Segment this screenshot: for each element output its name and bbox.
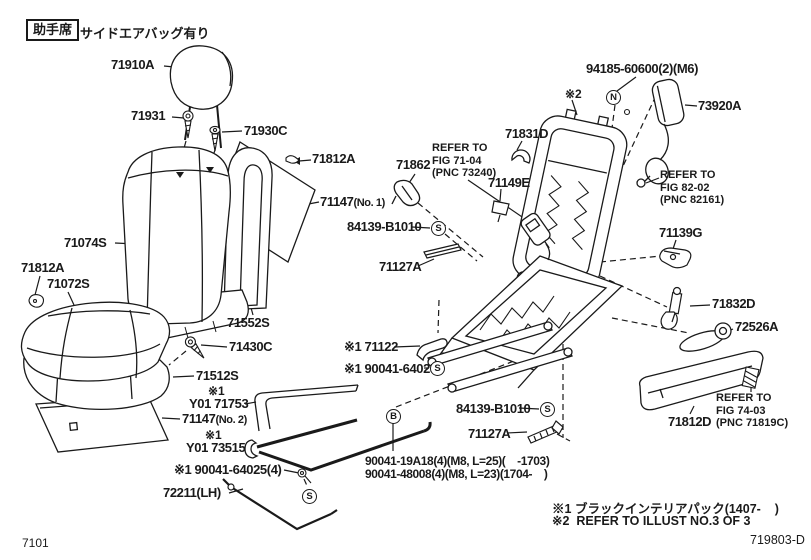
- marker-1a: ※1: [208, 384, 225, 398]
- hinge-71127a-upper-art: [423, 243, 462, 259]
- callout-71512s: 71512S: [196, 368, 239, 383]
- callout-71812d: 71812D: [668, 414, 712, 429]
- figure-code: 7101: [22, 536, 49, 550]
- callout-90041-64025: ※1 90041-64025: [344, 361, 437, 376]
- marker-2: ※2: [565, 87, 582, 101]
- handle-72526a-art: [679, 322, 732, 352]
- callout-71127a-lower: 71127A: [468, 426, 511, 441]
- shield-71812d-art: [638, 350, 764, 411]
- callout-71812a-left: 71812A: [21, 260, 65, 275]
- wire-71122-art: [416, 338, 448, 362]
- cushion-shield-art: [254, 384, 359, 432]
- callout-94185-60600: 94185-60600(2)(M6): [586, 61, 699, 76]
- callout-71910a: 71910A: [111, 57, 155, 72]
- bracket-71832d-art: [660, 286, 683, 330]
- airbag-art: [636, 78, 685, 188]
- clip-71812a-top-art: [285, 155, 300, 164]
- callout-71147-no2: 71147(No. 2): [182, 411, 247, 426]
- callout-84139-b1010-upper: 84139-B1010: [347, 219, 422, 234]
- callout-90041-48008: 90041-48008(4)(M8, L=23)(1704- ): [365, 467, 548, 481]
- callout-y01-73515: Y01 73515: [186, 440, 246, 455]
- callout-71147-no1: 71147(No. 1): [320, 194, 385, 209]
- callout-90041-19a18: 90041-19A18(4)(M8, L=25)( -1703): [365, 454, 550, 468]
- callout-71832d: 71832D: [712, 296, 756, 311]
- circled-s-symbol-3: S: [540, 402, 555, 417]
- bracket-71149e-art: [491, 200, 510, 223]
- callout-84139-b1010-lower: 84139-B1010: [456, 401, 531, 416]
- clip-74-03-art: [741, 366, 760, 389]
- callout-71074s: 71074S: [64, 235, 107, 250]
- cushion-cover-art: [20, 301, 171, 382]
- wire-72211-art: [222, 478, 338, 531]
- seat-position-badge: 助手席: [26, 19, 80, 41]
- footnote-2: ※2 REFER TO ILLUST NO.3 OF 3: [552, 514, 751, 528]
- seat-frame-art: [427, 108, 628, 393]
- circled-n-symbol: N: [606, 90, 621, 105]
- headrest-art: [169, 45, 234, 149]
- callout-72526a: 72526A: [735, 319, 779, 334]
- circled-s-symbol-2: S: [430, 361, 445, 376]
- screw-71430c-art: [184, 336, 205, 359]
- callout-y01-71753: Y01 71753: [189, 396, 249, 411]
- callout-71072s: 71072S: [47, 276, 90, 291]
- hook-and-rods-art: [244, 418, 432, 472]
- hook-71831d-art: [511, 149, 531, 164]
- buckle-art: [520, 212, 551, 261]
- headrest-support-art: [182, 110, 221, 152]
- callout-71862: 71862: [396, 157, 431, 172]
- hinge-71127a-lower-art: [527, 420, 564, 444]
- cover-71862-art: [391, 179, 421, 207]
- seatback-side-cover-art: [223, 147, 273, 311]
- callout-71552s: 71552S: [227, 315, 270, 330]
- callout-71931: 71931: [131, 108, 166, 123]
- bracket-71139g-art: [659, 247, 692, 269]
- drawing-code: 719803-D: [750, 533, 805, 547]
- circled-b-symbol: B: [386, 409, 401, 424]
- callout-71930c: 71930C: [244, 123, 288, 138]
- circled-s-symbol-4: S: [302, 489, 317, 504]
- callout-72211: 72211(LH): [163, 485, 221, 500]
- leader-lines: [34, 65, 752, 494]
- callout-71831d: 71831D: [505, 126, 549, 141]
- callout-71139g: 71139G: [659, 225, 703, 240]
- footnote-1: ※1 ブラックインテリアパック(1407- ): [552, 502, 779, 516]
- callout-71812a-top: 71812A: [312, 151, 356, 166]
- callout-71127a-upper: 71127A: [379, 259, 422, 274]
- callout-71149e: 71149E: [488, 175, 530, 190]
- callout-73920a: 73920A: [698, 98, 742, 113]
- callout-71430c: 71430C: [229, 339, 273, 354]
- callout-90041-64025-4: ※1 90041-64025(4): [174, 462, 282, 477]
- callout-71122: ※1 71122: [344, 339, 398, 354]
- circled-s-symbol-1: S: [431, 221, 446, 236]
- page-subtitle: サイドエアバッグ有り: [80, 26, 210, 41]
- marker-1b: ※1: [205, 428, 222, 442]
- hardware-art: [28, 108, 631, 484]
